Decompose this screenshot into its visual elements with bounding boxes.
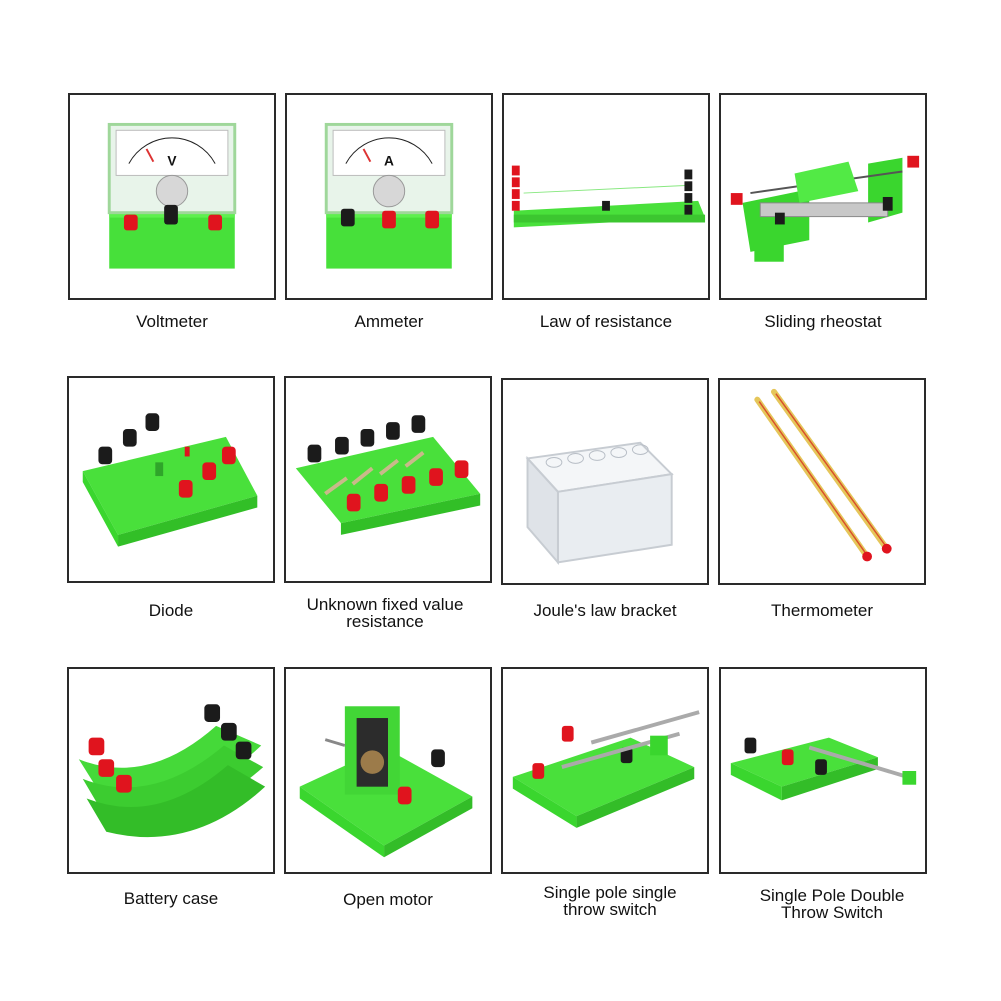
- battery-case-icon: [78, 704, 266, 838]
- item-label-battery-case: Battery case: [123, 889, 219, 908]
- ammeter-tile: A: [285, 93, 493, 300]
- item-label-sliding-rheostat: Sliding rheostat: [764, 312, 882, 331]
- sliding-rheostat-tile: [719, 93, 927, 300]
- item-label-thermometer: Thermometer: [770, 601, 874, 620]
- open-motor-tile: [284, 667, 492, 874]
- resistance-board-icon: [295, 415, 481, 535]
- law-of-resistance-board-icon: [511, 165, 706, 228]
- diode-tile: [67, 376, 275, 583]
- item-label-joule-bracket: Joule's law bracket: [533, 601, 677, 620]
- item-label-spst-switch: Single pole single throw switch: [543, 883, 677, 919]
- voltmeter-symbol: V: [167, 154, 177, 169]
- item-label-law-of-resistance: Law of resistance: [539, 312, 673, 331]
- ammeter-symbol: A: [384, 154, 394, 169]
- thermometer-tile: [718, 378, 926, 585]
- law-of-resistance-tile: [502, 93, 710, 300]
- open-motor-icon: [299, 706, 473, 858]
- item-label-ammeter: Ammeter: [354, 312, 424, 331]
- diode-board-icon: [82, 413, 258, 547]
- item-label-open-motor: Open motor: [343, 890, 433, 909]
- spst-switch-icon: [512, 710, 700, 828]
- spdt-switch-tile: [719, 667, 927, 874]
- item-label-diode: Diode: [148, 601, 194, 620]
- item-label-resistance: Unknown fixed value resistance: [306, 595, 464, 631]
- item-label-voltmeter: Voltmeter: [136, 312, 208, 331]
- thermometer-icon: [754, 388, 892, 562]
- joule-bracket-icon: [525, 441, 674, 566]
- battery-case-tile: [67, 667, 275, 874]
- spst-switch-tile: [501, 667, 709, 874]
- item-label-spdt-switch: Single Pole Double Throw Switch: [759, 886, 905, 922]
- spdt-switch-icon: [730, 737, 917, 801]
- voltmeter-tile: V: [68, 93, 276, 300]
- ammeter-icon: A: [324, 122, 454, 269]
- voltmeter-icon: V: [107, 122, 237, 269]
- joule-bracket-tile: [501, 378, 709, 585]
- resistance-tile: [284, 376, 492, 583]
- sliding-rheostat-icon: [730, 155, 920, 262]
